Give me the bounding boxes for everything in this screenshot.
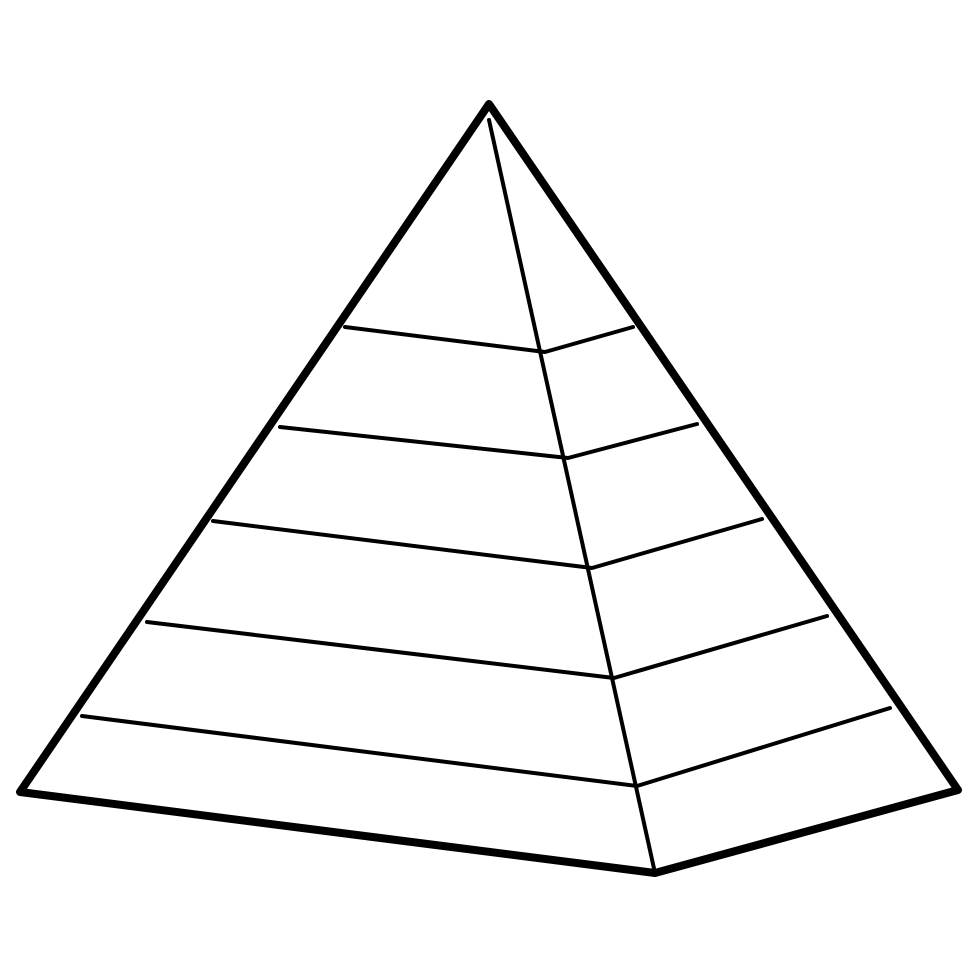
pyramid-front-edge xyxy=(487,118,657,875)
tier-divider-2 xyxy=(278,422,699,460)
tier-divider-4 xyxy=(145,614,829,680)
tier-divider-1 xyxy=(343,325,635,354)
pyramid-outline xyxy=(16,100,962,877)
tier-divider-3 xyxy=(211,517,764,570)
tier-divider-5 xyxy=(80,706,892,788)
